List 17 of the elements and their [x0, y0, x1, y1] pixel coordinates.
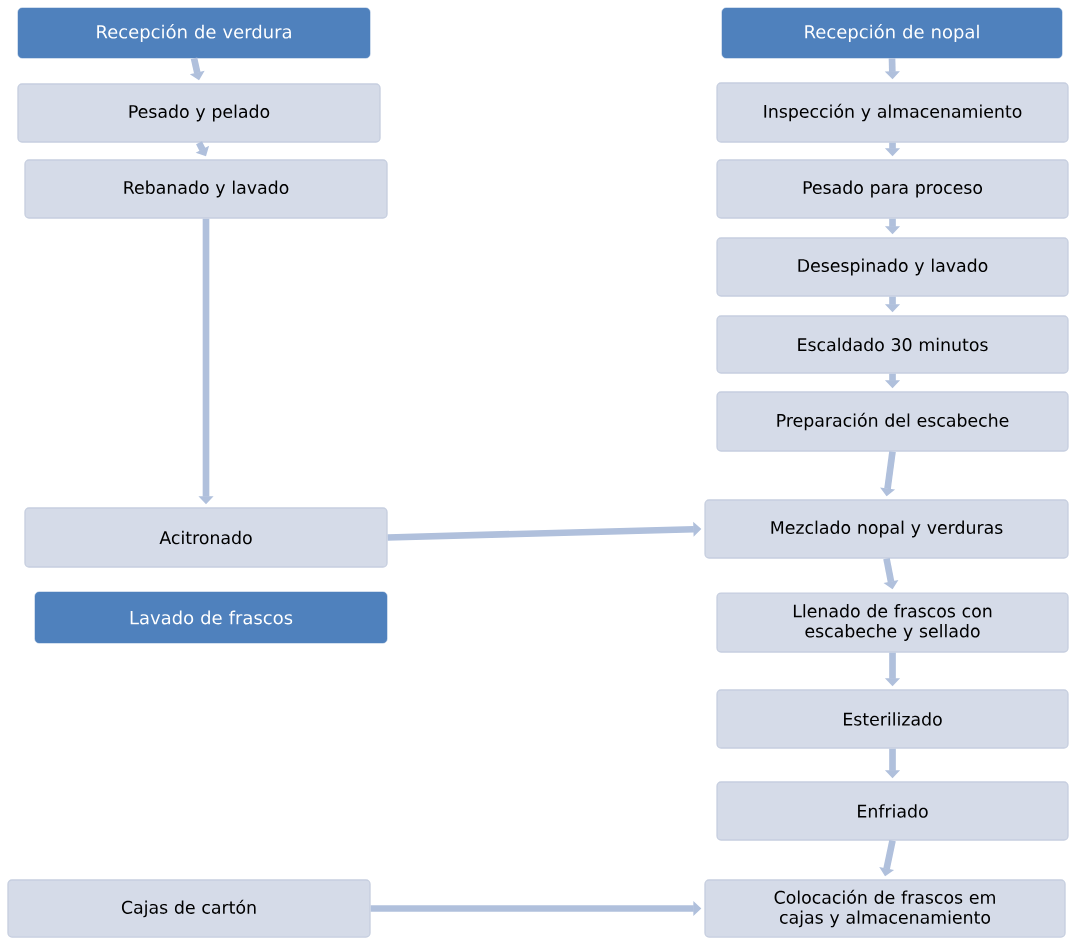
header-box: Lavado de frascos	[34, 591, 388, 644]
process-box: Mezclado nopal y verduras	[704, 499, 1069, 559]
process-box: Pesado y pelado	[17, 83, 381, 143]
process-box: Acitronado	[24, 507, 388, 568]
process-box: Escaldado 30 minutos	[716, 315, 1069, 374]
process-box: Llenado de frascos con escabeche y sellado	[716, 592, 1069, 653]
process-box: Inspección y almacenamiento	[716, 82, 1069, 143]
header-box: Recepción de verdura	[17, 7, 371, 59]
process-box: Desespinado y lavado	[716, 237, 1069, 297]
process-box: Rebanado y lavado	[24, 159, 388, 219]
process-box: Enfriado	[716, 781, 1069, 841]
process-box: Pesado para proceso	[716, 159, 1069, 219]
process-box: Cajas de cartón	[7, 879, 371, 938]
process-box: Colocación de frascos em cajas y almacenamiento	[704, 879, 1066, 938]
header-box: Recepción de nopal	[721, 7, 1063, 59]
process-box: Preparación del escabeche	[716, 391, 1069, 452]
process-box: Esterilizado	[716, 689, 1069, 749]
